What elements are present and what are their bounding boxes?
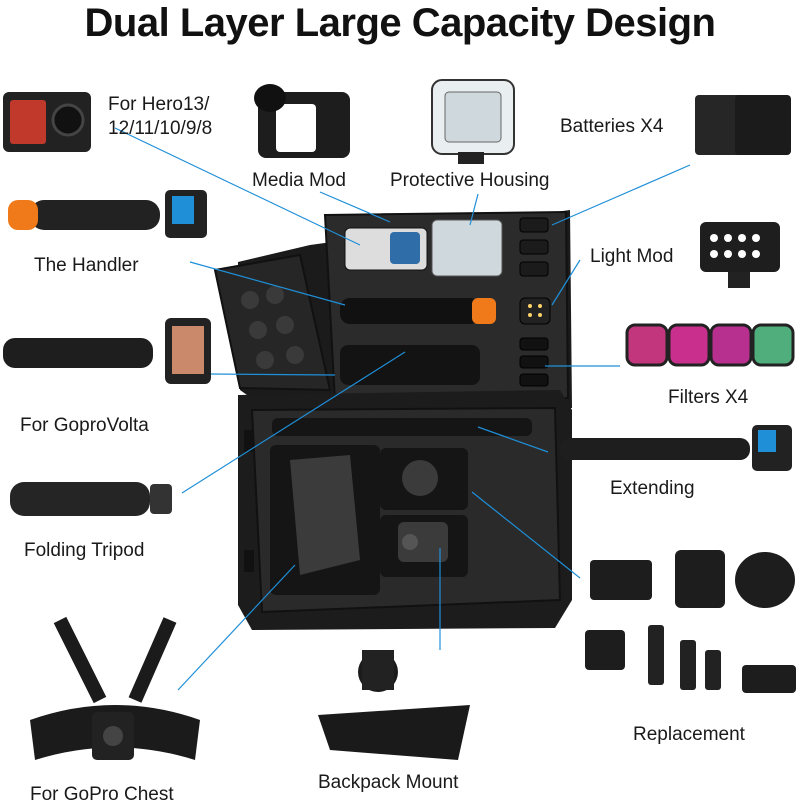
label-filters: Filters X4 (668, 387, 749, 408)
gopro-camera-icon (3, 92, 91, 152)
extension-pole-icon (560, 425, 792, 471)
label-folding-tripod: Folding Tripod (24, 540, 145, 561)
media-mod-icon (254, 84, 350, 158)
label-batteries: Batteries X4 (560, 116, 664, 137)
label-replacement: Replacement (633, 724, 745, 745)
label-hero-line1: For Hero13/ (108, 94, 210, 115)
label-handler: The Handler (34, 255, 139, 276)
backpack-clip-icon (318, 650, 470, 760)
replacement-parts-icon (585, 550, 796, 693)
label-protective-housing: Protective Housing (390, 170, 550, 191)
volta-grip-icon (3, 318, 211, 384)
housing-icon (431, 79, 515, 164)
label-media-mod: Media Mod (252, 170, 346, 191)
label-light-mod: Light Mod (590, 246, 674, 267)
page-title: Dual Layer Large Capacity Design (84, 1, 716, 45)
handler-icon (8, 190, 207, 238)
carrying-case-icon (213, 210, 572, 630)
chest-mount-icon (30, 616, 200, 760)
label-extending: Extending (610, 478, 695, 499)
light-mod-icon (700, 222, 780, 288)
label-chest: For GoPro Chest (30, 784, 174, 805)
filter-icon (625, 323, 795, 367)
label-hero-line2: 12/11/10/9/8 (108, 118, 213, 139)
label-volta: For GoproVolta (20, 415, 149, 436)
folding-tripod-icon (10, 482, 172, 516)
label-backpack: Backpack Mount (318, 772, 459, 793)
battery-icon (695, 95, 791, 155)
